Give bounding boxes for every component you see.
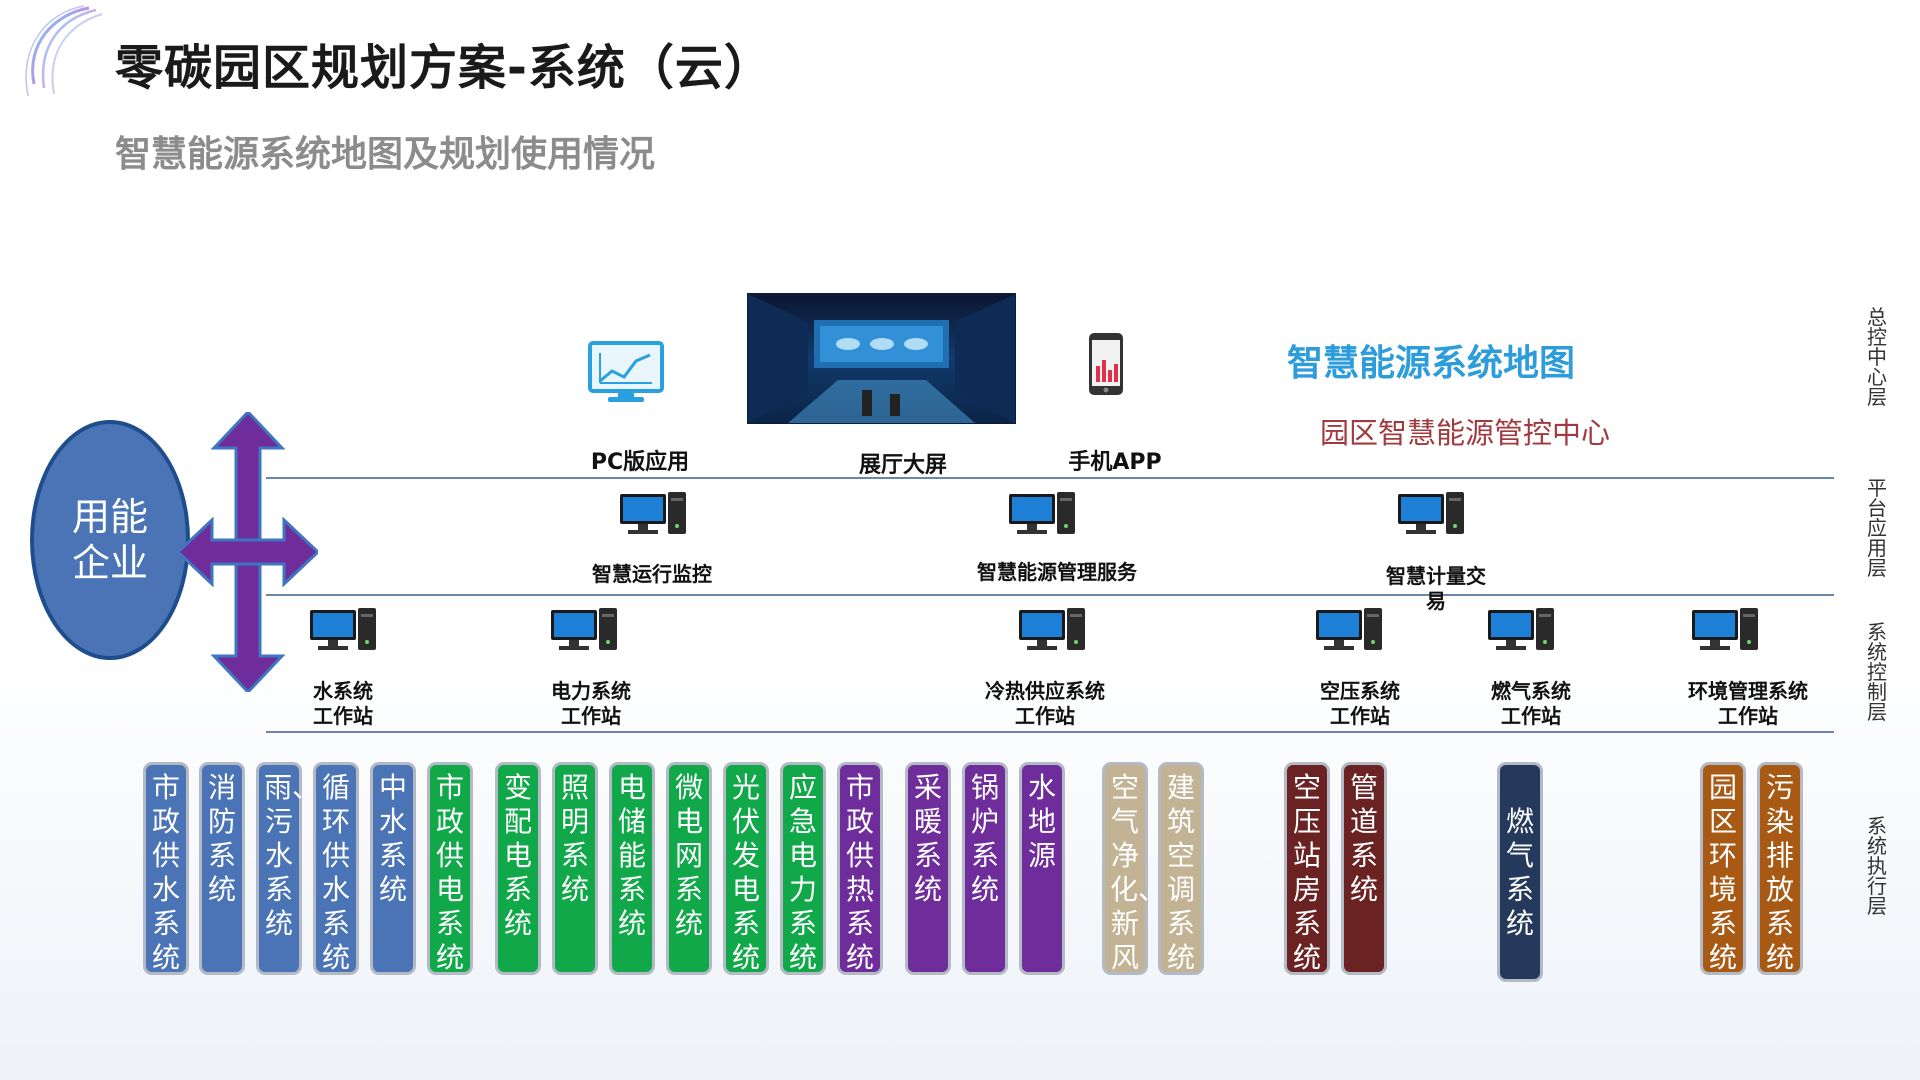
exec-system-box: 变配电系统 bbox=[495, 762, 541, 975]
control-node-line2: 工作站 bbox=[561, 704, 621, 728]
layer-label-platform: 平台应用层 bbox=[1867, 476, 1887, 580]
control-node-line1: 水系统 bbox=[313, 679, 373, 703]
layer-divider bbox=[266, 477, 1834, 479]
exec-system-box: 市政供电系统 bbox=[427, 762, 473, 975]
exec-system-label: 锅炉系统 bbox=[970, 771, 999, 906]
exec-system-box: 空压站房系统 bbox=[1284, 762, 1330, 975]
exec-system-label: 水地源 bbox=[1027, 771, 1056, 872]
control-node-label: 空压系统 工作站 bbox=[1320, 679, 1400, 729]
exec-system-box: 市政供热系统 bbox=[837, 762, 883, 975]
exec-system-label: 光伏发电系统 bbox=[731, 771, 760, 974]
exec-system-label: 微电网系统 bbox=[674, 771, 703, 940]
control-node-line2: 工作站 bbox=[313, 704, 373, 728]
exec-system-label: 管道系统 bbox=[1349, 771, 1378, 906]
computer-icon bbox=[1019, 608, 1085, 650]
pc-app-label: PC版应用 bbox=[590, 450, 690, 475]
exec-system-label: 园区环境系统 bbox=[1708, 771, 1737, 974]
control-node-label: 燃气系统 工作站 bbox=[1491, 679, 1571, 729]
control-node-line1: 电力系统 bbox=[551, 679, 631, 703]
exec-system-box: 管道系统 bbox=[1341, 762, 1387, 975]
control-node-label: 环境管理系统 工作站 bbox=[1688, 679, 1808, 729]
energy-map-title: 智慧能源系统地图 bbox=[1287, 343, 1576, 384]
computer-icon bbox=[1488, 608, 1554, 650]
computer-icon bbox=[1398, 492, 1464, 534]
hall-screen-image bbox=[747, 293, 1016, 424]
control-center-title: 园区智慧能源管控中心 bbox=[1320, 416, 1611, 450]
monitor-chart-icon bbox=[588, 341, 664, 402]
exec-system-label: 采暖系统 bbox=[913, 771, 942, 906]
exec-system-label: 循环供水系统 bbox=[321, 771, 350, 974]
exec-system-label: 应急电力系统 bbox=[788, 771, 817, 974]
control-node-line1: 冷热供应系统 bbox=[985, 679, 1105, 703]
exec-system-box: 污染排放系统 bbox=[1757, 762, 1803, 975]
exec-system-box: 中水系统 bbox=[370, 762, 416, 975]
exec-system-label: 中水系统 bbox=[378, 771, 407, 906]
exec-system-box: 燃气系统 bbox=[1497, 762, 1543, 982]
exec-system-label: 建筑空调系统 bbox=[1166, 771, 1195, 974]
computer-icon bbox=[1316, 608, 1382, 650]
exec-system-label: 电储能系统 bbox=[617, 771, 646, 940]
layer-label-control-center: 总控中心层 bbox=[1867, 305, 1887, 409]
exec-system-box: 水地源 bbox=[1019, 762, 1065, 975]
computer-icon bbox=[1692, 608, 1758, 650]
exec-system-box: 建筑空调系统 bbox=[1158, 762, 1204, 975]
platform-node-label: 智慧计量交易 bbox=[1386, 564, 1486, 613]
platform-node-label: 智慧能源管理服务 bbox=[977, 560, 1137, 584]
exec-system-box: 园区环境系统 bbox=[1700, 762, 1746, 975]
exec-system-box: 应急电力系统 bbox=[780, 762, 826, 975]
layer-divider bbox=[266, 731, 1834, 733]
cross-arrows-icon bbox=[178, 412, 318, 692]
exec-system-box: 电储能系统 bbox=[609, 762, 655, 975]
mobile-app-label: 手机APP bbox=[1068, 450, 1162, 475]
exec-system-box: 锅炉系统 bbox=[962, 762, 1008, 975]
computer-icon bbox=[1009, 492, 1075, 534]
layer-divider bbox=[266, 594, 1834, 596]
exec-system-box: 采暖系统 bbox=[905, 762, 951, 975]
exec-system-label: 市政供电系统 bbox=[435, 771, 464, 974]
platform-node-label: 智慧运行监控 bbox=[592, 562, 712, 586]
exec-system-label: 空气净化、新风 bbox=[1110, 771, 1167, 974]
exec-system-box: 空气净化、新风 bbox=[1102, 762, 1167, 975]
exec-system-label: 污染排放系统 bbox=[1765, 771, 1794, 974]
exec-system-box: 市政供水系统 bbox=[143, 762, 189, 975]
exec-system-label: 市政供热系统 bbox=[845, 771, 874, 974]
enterprise-label: 用能企业 bbox=[71, 495, 148, 585]
exec-system-label: 燃气系统 bbox=[1505, 805, 1534, 940]
control-node-line2: 工作站 bbox=[1330, 704, 1390, 728]
exec-system-box: 雨、污水系统 bbox=[256, 762, 321, 975]
exec-system-box: 消防系统 bbox=[199, 762, 245, 975]
control-node-line2: 工作站 bbox=[1501, 704, 1561, 728]
page-title: 零碳园区规划方案-系统（云） bbox=[115, 40, 773, 96]
energy-enterprise-node: 用能企业 bbox=[30, 420, 190, 660]
exec-system-label: 市政供水系统 bbox=[151, 771, 180, 974]
control-node-label: 水系统 工作站 bbox=[313, 679, 373, 729]
control-node-line2: 工作站 bbox=[1718, 704, 1778, 728]
hall-screen-label: 展厅大屏 bbox=[858, 453, 948, 478]
computer-icon bbox=[310, 608, 376, 650]
layer-label-execution: 系统执行层 bbox=[1867, 814, 1887, 918]
control-node-line1: 燃气系统 bbox=[1491, 679, 1571, 703]
mobile-phone-icon bbox=[1089, 333, 1123, 395]
exec-system-label: 消防系统 bbox=[207, 771, 236, 906]
computer-icon bbox=[620, 492, 686, 534]
control-node-label: 冷热供应系统 工作站 bbox=[985, 679, 1105, 729]
layer-label-system-control: 系统控制层 bbox=[1867, 620, 1887, 724]
control-node-line2: 工作站 bbox=[1015, 704, 1075, 728]
exec-system-box: 光伏发电系统 bbox=[723, 762, 769, 975]
exec-system-label: 空压站房系统 bbox=[1292, 771, 1321, 974]
exec-system-box: 微电网系统 bbox=[666, 762, 712, 975]
exec-system-box: 照明系统 bbox=[552, 762, 598, 975]
exec-system-label: 雨、污水系统 bbox=[264, 771, 321, 940]
computer-icon bbox=[551, 608, 617, 650]
exec-system-label: 照明系统 bbox=[560, 771, 589, 906]
page-subtitle: 智慧能源系统地图及规划使用情况 bbox=[115, 134, 656, 175]
control-node-line1: 环境管理系统 bbox=[1688, 679, 1808, 703]
exec-system-label: 变配电系统 bbox=[503, 771, 532, 940]
swirl-logo-icon bbox=[25, 5, 103, 97]
control-node-line1: 空压系统 bbox=[1320, 679, 1400, 703]
exec-system-box: 循环供水系统 bbox=[313, 762, 359, 975]
control-node-label: 电力系统 工作站 bbox=[551, 679, 631, 729]
